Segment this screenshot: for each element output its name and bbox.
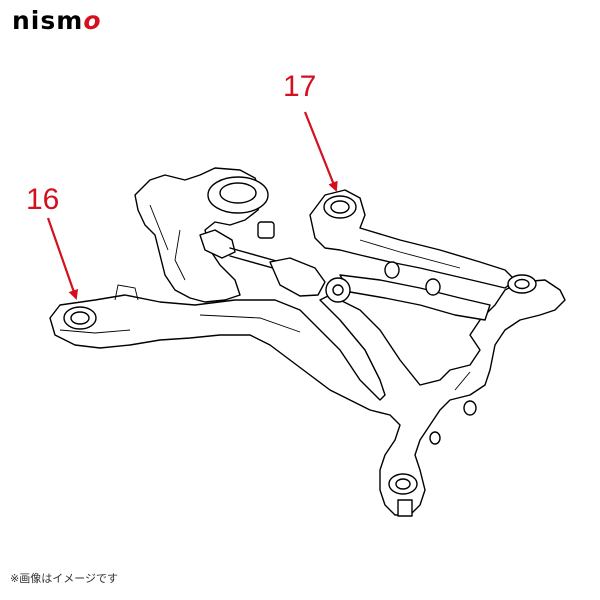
bushing-16	[63, 306, 97, 330]
image-disclaimer: ※画像はイメージです	[10, 572, 118, 585]
bushing-rear-right	[507, 274, 537, 294]
subframe-details	[59, 204, 471, 391]
drive-shaft	[199, 221, 351, 303]
callout-16-label: 16	[26, 183, 60, 216]
logo-text: nismo	[12, 6, 102, 35]
bushing-rear-bottom	[388, 473, 418, 517]
nismo-logo: nismo	[12, 6, 102, 36]
callout-17-label: 17	[283, 70, 317, 103]
rail-mount-holes	[384, 261, 477, 445]
strut-mount-ring	[207, 176, 269, 214]
arrow-17	[303, 111, 338, 192]
bushing-17	[323, 195, 357, 219]
subframe-outline	[49, 167, 566, 516]
arrow-16	[46, 217, 79, 300]
callout-arrows	[46, 111, 338, 300]
